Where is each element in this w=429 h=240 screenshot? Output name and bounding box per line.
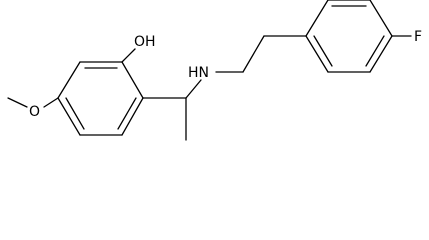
hydroxyl-label: OH	[134, 34, 156, 50]
bond-ch-nh	[185, 79, 202, 99]
fluorophenyl-ring	[305, 0, 393, 73]
bond-ch2-ch2	[242, 35, 265, 73]
double-bond	[117, 97, 137, 130]
bond	[121, 61, 144, 99]
bond-c-oh	[121, 48, 136, 63]
bond	[57, 97, 81, 136]
bond	[57, 61, 81, 99]
bond	[369, 0, 393, 37]
bond	[369, 35, 393, 73]
amine-label: HN	[188, 65, 209, 81]
bond	[305, 0, 329, 37]
double-bond	[65, 97, 85, 130]
fluorine-label: F	[414, 29, 422, 45]
phenol-ring	[57, 61, 144, 136]
bond-o-ch3	[7, 97, 28, 108]
double-bond	[313, 35, 333, 67]
bond	[305, 35, 329, 73]
methoxy-oxygen-label: O	[29, 104, 40, 120]
bond-c-o-methoxy	[43, 97, 59, 108]
structure-canvas: OH O HN F	[7, 0, 422, 141]
bond	[121, 97, 144, 136]
double-bond	[365, 35, 385, 67]
chemical-structure-diagram: OH O HN F	[7, 0, 422, 141]
